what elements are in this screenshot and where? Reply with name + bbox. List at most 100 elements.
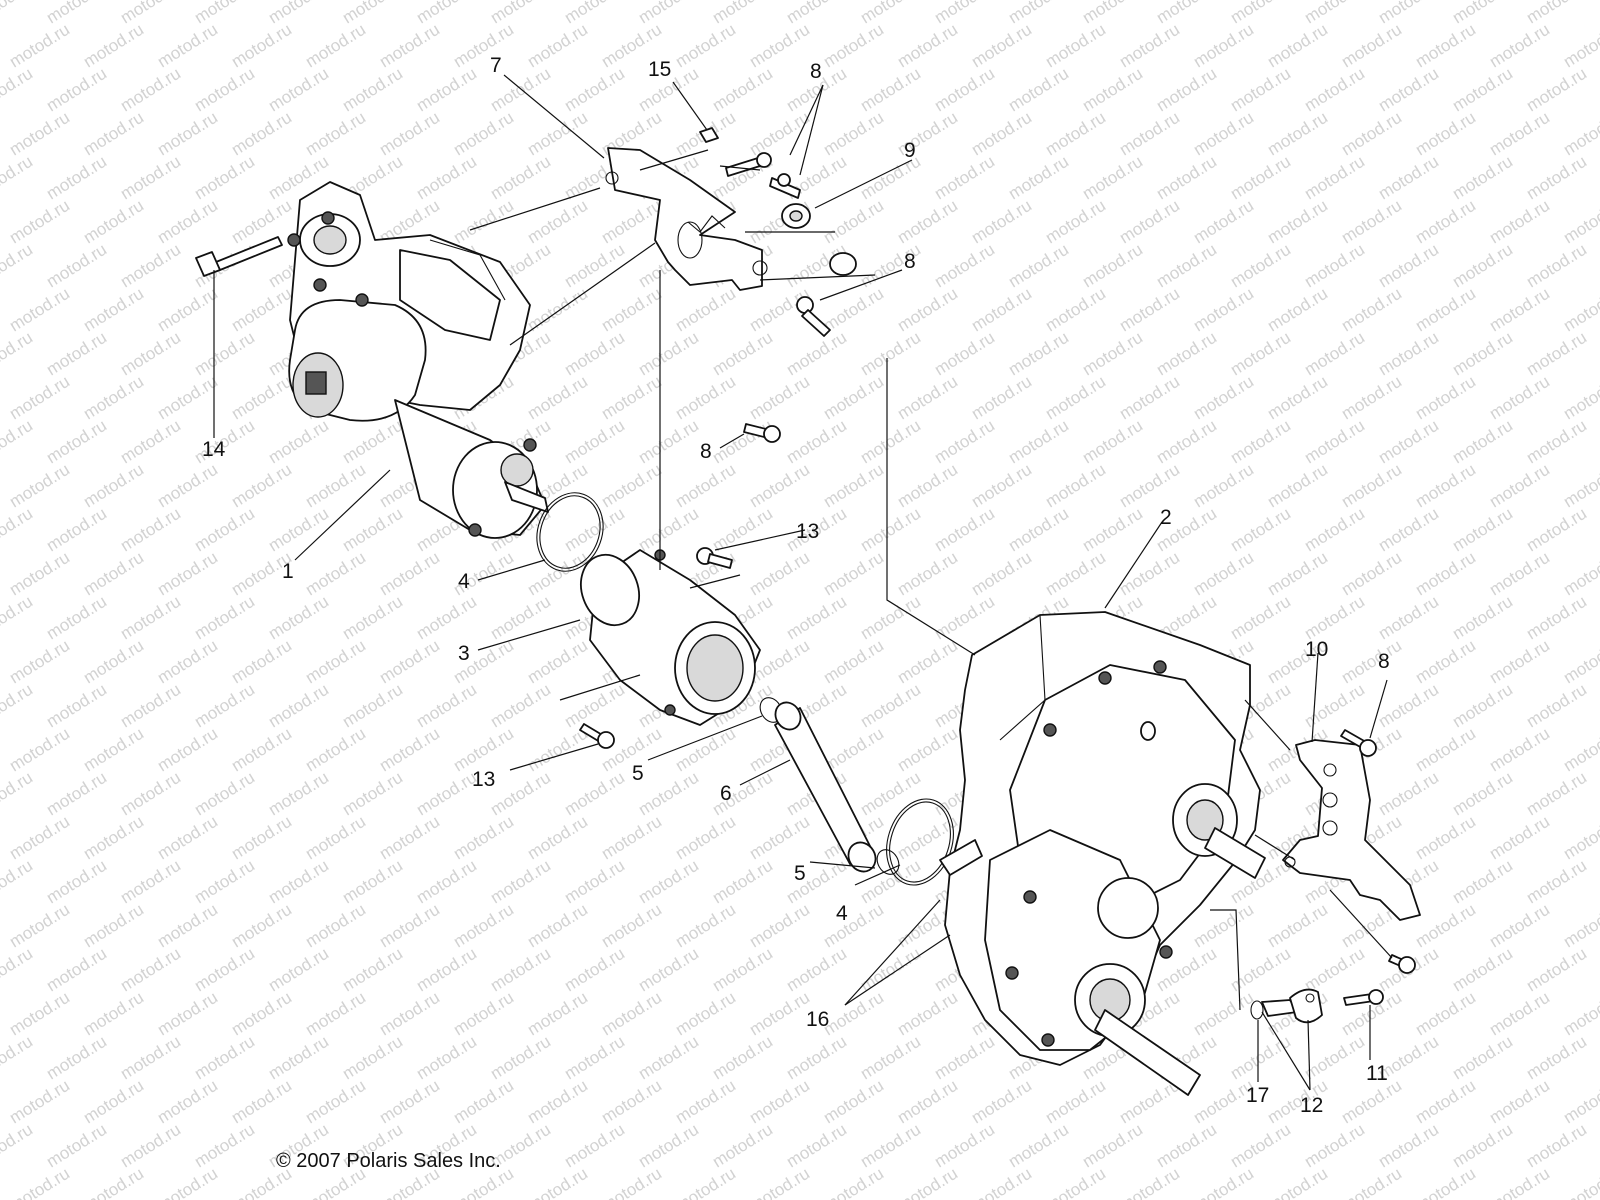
watermark-text: motod.ru xyxy=(783,0,850,27)
watermark-text: motod.ru xyxy=(43,1120,110,1172)
watermark-text: motod.ru xyxy=(598,1076,665,1128)
watermark-text: motod.ru xyxy=(931,416,998,468)
part-10-rear-bracket xyxy=(1282,739,1421,921)
watermark-text: motod.ru xyxy=(154,724,221,776)
watermark-text: motod.ru xyxy=(80,812,147,864)
watermark-text: motod.ru xyxy=(302,636,369,688)
watermark-text: motod.ru xyxy=(1264,460,1331,512)
watermark-text: motod.ru xyxy=(857,944,924,996)
o-ring-4-upper xyxy=(536,492,604,572)
watermark-text: motod.ru xyxy=(228,460,295,512)
watermark-text: motod.ru xyxy=(968,1076,1035,1128)
watermark-text: motod.ru xyxy=(0,328,36,380)
watermark-text: motod.ru xyxy=(1449,416,1516,468)
watermark-text: motod.ru xyxy=(1523,856,1590,908)
watermark-text: motod.ru xyxy=(0,504,36,556)
watermark-text: motod.ru xyxy=(524,372,591,424)
watermark-text: motod.ru xyxy=(1079,240,1146,292)
watermark-text: motod.ru xyxy=(6,372,73,424)
watermark-text: motod.ru xyxy=(191,856,258,908)
watermark-text: motod.ru xyxy=(1449,856,1516,908)
watermark-text: motod.ru xyxy=(1190,460,1257,512)
watermark-text: motod.ru xyxy=(1523,240,1590,292)
watermark-text: motod.ru xyxy=(1560,548,1600,600)
watermark-text: motod.ru xyxy=(80,196,147,248)
watermark-text: motod.ru xyxy=(6,284,73,336)
watermark-text: motod.ru xyxy=(635,504,702,556)
watermark-text: motod.ru xyxy=(561,856,628,908)
watermark-text: motod.ru xyxy=(524,1164,591,1200)
watermark-text: motod.ru xyxy=(1338,460,1405,512)
watermark-text: motod.ru xyxy=(1375,328,1442,380)
watermark-text: motod.ru xyxy=(1042,460,1109,512)
watermark-text: motod.ru xyxy=(117,1120,184,1172)
watermark-text: motod.ru xyxy=(117,856,184,908)
watermark-text: motod.ru xyxy=(1486,724,1553,776)
watermark-text: motod.ru xyxy=(820,548,887,600)
watermark-text: motod.ru xyxy=(1486,108,1553,160)
bolt-8-middle xyxy=(796,252,857,337)
watermark-text: motod.ru xyxy=(1264,284,1331,336)
callout-12: 12 xyxy=(1300,1094,1323,1117)
watermark-text: motod.ru xyxy=(931,64,998,116)
watermark-text: motod.ru xyxy=(302,1076,369,1128)
watermark-text: motod.ru xyxy=(1042,20,1109,72)
watermark-text: motod.ru xyxy=(1412,1076,1479,1128)
watermark-text: motod.ru xyxy=(1301,504,1368,556)
watermark-text: motod.ru xyxy=(228,372,295,424)
watermark-text: motod.ru xyxy=(1523,64,1590,116)
watermark-text: motod.ru xyxy=(598,812,665,864)
watermark-text: motod.ru xyxy=(1338,196,1405,248)
leader-lines xyxy=(213,74,1393,1091)
watermark-text: motod.ru xyxy=(1227,0,1294,27)
watermark-text: motod.ru xyxy=(1560,460,1600,512)
watermark-text: motod.ru xyxy=(1412,988,1479,1040)
watermark-text: motod.ru xyxy=(0,592,36,644)
watermark-text: motod.ru xyxy=(820,900,887,952)
watermark-text: motod.ru xyxy=(43,240,110,292)
watermark-text: motod.ru xyxy=(228,812,295,864)
watermark-text: motod.ru xyxy=(894,1076,961,1128)
watermark-text: motod.ru xyxy=(339,856,406,908)
watermark-text: motod.ru xyxy=(228,900,295,952)
watermark-text: motod.ru xyxy=(154,460,221,512)
watermark-text: motod.ru xyxy=(894,988,961,1040)
watermark-text: motod.ru xyxy=(154,108,221,160)
watermark-text: motod.ru xyxy=(598,460,665,512)
bolt-8-upper-a xyxy=(725,152,772,177)
watermark-text: motod.ru xyxy=(894,548,961,600)
watermark-text: motod.ru xyxy=(1153,0,1220,27)
watermark-text: motod.ru xyxy=(598,284,665,336)
callout-1: 1 xyxy=(282,560,294,583)
watermark-text: motod.ru xyxy=(265,416,332,468)
watermark-text: motod.ru xyxy=(1412,1164,1479,1200)
watermark-text: motod.ru xyxy=(746,900,813,952)
watermark-text: motod.ru xyxy=(709,1032,776,1084)
watermark-text: motod.ru xyxy=(154,636,221,688)
watermark-text: motod.ru xyxy=(1523,768,1590,820)
watermark-text: motod.ru xyxy=(154,372,221,424)
watermark-text: motod.ru xyxy=(487,1032,554,1084)
watermark-text: motod.ru xyxy=(1190,108,1257,160)
watermark-text: motod.ru xyxy=(635,416,702,468)
watermark-text: motod.ru xyxy=(191,680,258,732)
watermark-text: motod.ru xyxy=(968,196,1035,248)
watermark-text: motod.ru xyxy=(80,108,147,160)
watermark-text: motod.ru xyxy=(0,64,36,116)
watermark-text: motod.ru xyxy=(1486,1076,1553,1128)
watermark-text: motod.ru xyxy=(1449,328,1516,380)
watermark-text: motod.ru xyxy=(1560,284,1600,336)
watermark-text: motod.ru xyxy=(1523,680,1590,732)
watermark-text: motod.ru xyxy=(1560,20,1600,72)
watermark-text: motod.ru xyxy=(1449,152,1516,204)
watermark-text: motod.ru xyxy=(968,284,1035,336)
watermark-text: motod.ru xyxy=(43,768,110,820)
watermark-text: motod.ru xyxy=(857,680,924,732)
watermark-text: motod.ru xyxy=(1301,416,1368,468)
callout-2: 2 xyxy=(1160,506,1172,529)
watermark-text: motod.ru xyxy=(894,196,961,248)
watermark-text: motod.ru xyxy=(1301,152,1368,204)
watermark-text: motod.ru xyxy=(746,20,813,72)
watermark-text: motod.ru xyxy=(672,988,739,1040)
